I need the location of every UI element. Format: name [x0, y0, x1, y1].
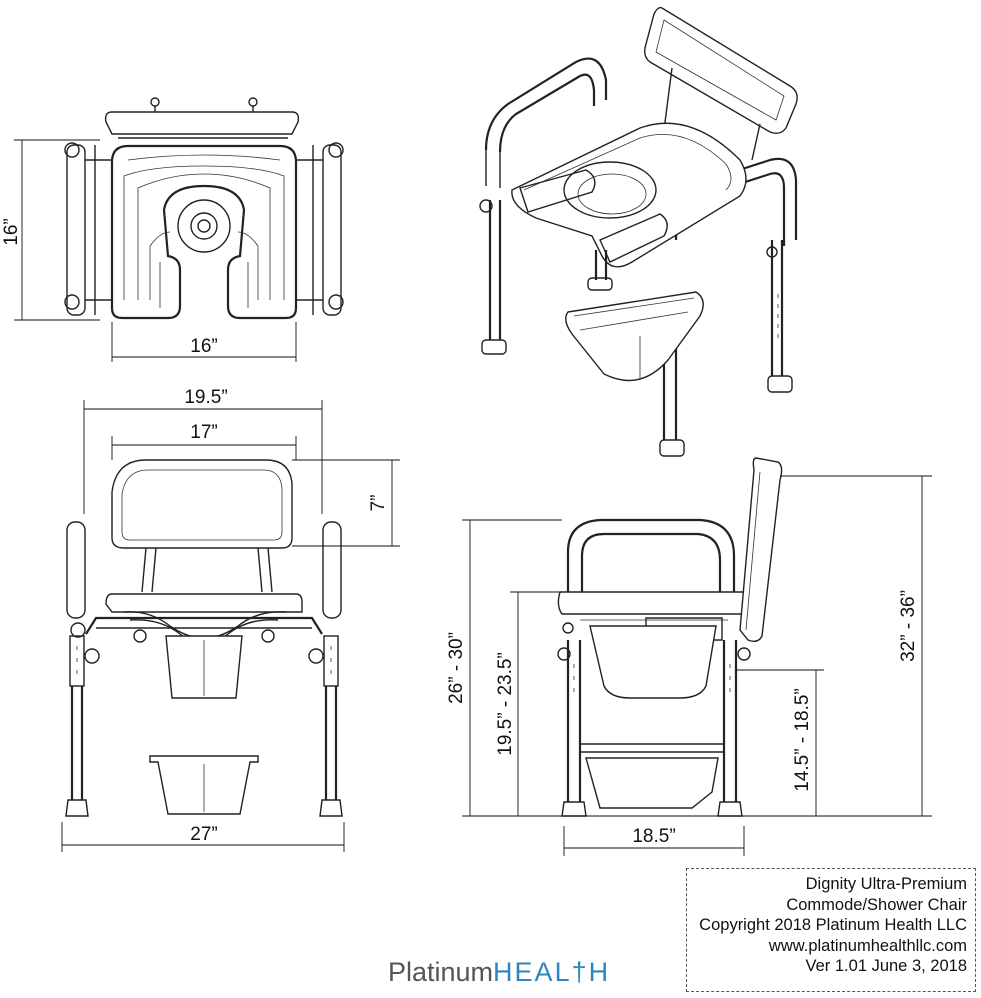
front-view: [61, 400, 400, 852]
dim-overall-width: 19.5”: [184, 387, 227, 408]
brand-logo: PlatinumHEAL†H: [388, 952, 610, 992]
info-product-line1: Dignity Ultra-Premium: [805, 875, 967, 893]
info-product-line2: Commode/Shower Chair: [786, 895, 967, 914]
logo-text-platinum: Platinum: [388, 957, 494, 987]
dim-back-width: 17”: [190, 422, 217, 443]
info-version: Ver 1.01 June 3, 2018: [805, 957, 967, 975]
dim-arm-height: 26” - 30”: [446, 632, 467, 704]
dim-top-depth: 16”: [1, 218, 22, 245]
logo-text-health: HEAL†H: [493, 957, 611, 987]
dim-seat-height: 19.5” - 23.5”: [495, 652, 516, 756]
dim-back-height: 7”: [368, 495, 389, 512]
top-view: [14, 97, 344, 362]
iso-view: [479, 6, 798, 457]
dim-overall-height: 32” - 36”: [898, 590, 919, 662]
info-website: www.platinumhealthllc.com: [768, 936, 967, 955]
info-box: Dignity Ultra-Premium Commode/Shower Cha…: [686, 868, 976, 992]
side-view: [462, 457, 932, 856]
dim-bucket-height: 14.5” - 18.5”: [792, 688, 813, 792]
dim-base-width: 27”: [190, 824, 217, 845]
dim-top-width: 16”: [190, 336, 217, 357]
dim-side-depth: 18.5”: [632, 826, 675, 847]
info-copyright: Copyright 2018 Platinum Health LLC: [699, 916, 967, 934]
